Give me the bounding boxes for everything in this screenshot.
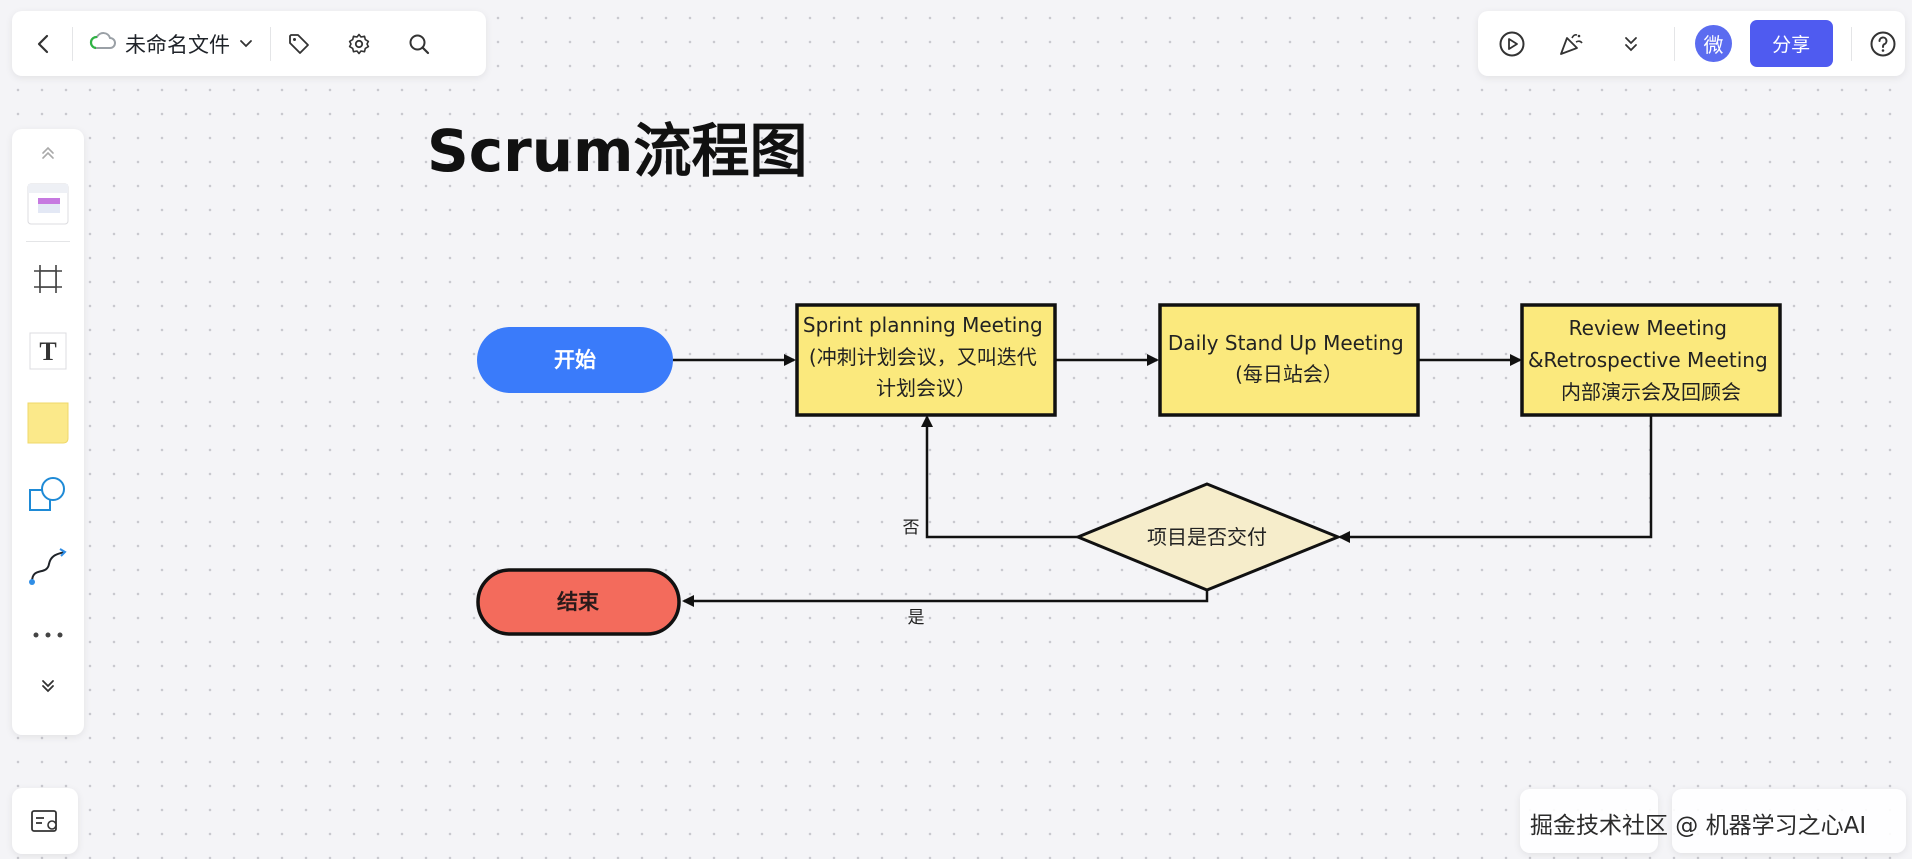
connector-tool-icon[interactable] [20, 536, 76, 598]
divider [1674, 26, 1676, 61]
divider [1850, 26, 1852, 61]
minimap-button[interactable] [12, 788, 78, 854]
template-icon[interactable] [20, 173, 76, 235]
end-node[interactable]: 结束 [476, 568, 681, 636]
connectors [673, 354, 1653, 607]
start-label: 开始 [554, 348, 596, 372]
daily-standup-line-1: Daily Stand Up Meeting [1168, 331, 1404, 355]
review-label: Review Meeting &Retrospective Meeting 内部… [1528, 316, 1774, 404]
shape-tool-icon[interactable] [20, 464, 76, 526]
chevron-down-icon [238, 32, 254, 56]
sprint-planning-label: Sprint planning Meeting (冲刺计划会议，又叫迭代 计划会… [803, 313, 1049, 400]
view-panel [1672, 789, 1906, 853]
divider [270, 26, 271, 61]
top-right-toolbar: 微 分享 [1478, 11, 1905, 76]
sprint-planning-line-3: 计划会议） [876, 376, 976, 400]
search-icon[interactable] [397, 22, 441, 66]
double-chevron-down-icon[interactable] [20, 666, 76, 706]
sticky-note-icon[interactable] [20, 392, 76, 454]
celebrate-icon[interactable] [1549, 22, 1592, 66]
sprint-planning-line-1: Sprint planning Meeting [803, 313, 1043, 337]
double-chevron-down-icon[interactable] [1609, 22, 1652, 66]
daily-standup-node[interactable]: Daily Stand Up Meeting (每日站会） [1158, 303, 1420, 417]
play-presentation-icon[interactable] [1490, 22, 1533, 66]
review-line-3: 内部演示会及回顾会 [1561, 380, 1741, 404]
left-toolbar: T [12, 129, 84, 735]
start-node[interactable]: 开始 [477, 327, 673, 393]
divider [72, 26, 73, 61]
decision-label: 项目是否交付 [1147, 525, 1267, 549]
zoom-panel [1520, 789, 1658, 853]
watermark-text: 掘金技术社区 @ 机器学习之心AI [1530, 813, 1867, 839]
review-node[interactable]: Review Meeting &Retrospective Meeting 内部… [1520, 303, 1782, 417]
cloud-icon [89, 31, 117, 56]
decision-node[interactable]: 项目是否交付 [1074, 482, 1342, 592]
file-name-dropdown[interactable]: 未命名文件 [79, 22, 264, 66]
edge-label-yes: 是 [908, 608, 925, 628]
text-tool-icon[interactable]: T [20, 320, 76, 382]
gear-icon[interactable] [337, 22, 381, 66]
connector-review-to-decision[interactable] [1338, 415, 1653, 543]
daily-standup-line-2: (每日站会） [1235, 362, 1343, 386]
collapse-up-icon[interactable] [20, 133, 76, 173]
more-icon[interactable] [20, 604, 76, 666]
avatar[interactable]: 微 [1695, 25, 1732, 62]
canvas-title[interactable]: Scrum流程图 [427, 117, 808, 185]
daily-standup-label: Daily Stand Up Meeting (每日站会） [1168, 331, 1410, 386]
tag-icon[interactable] [277, 22, 321, 66]
back-icon[interactable] [22, 22, 66, 66]
connector-decision-no-to-planning[interactable] [921, 415, 1080, 539]
help-icon[interactable] [1862, 22, 1905, 66]
map-icon [31, 810, 57, 832]
connector-decision-yes-to-end[interactable] [682, 588, 1209, 607]
sprint-planning-node[interactable]: Sprint planning Meeting (冲刺计划会议，又叫迭代 计划会… [795, 303, 1057, 417]
edge-label-no: 否 [903, 518, 920, 538]
share-button[interactable]: 分享 [1749, 20, 1833, 67]
end-label: 结束 [557, 590, 600, 614]
file-name-label: 未命名文件 [125, 32, 230, 57]
review-line-1: Review Meeting [1569, 316, 1727, 340]
svg-text:T: T [39, 337, 56, 366]
review-line-2: &Retrospective Meeting [1528, 348, 1768, 372]
divider [26, 241, 70, 242]
top-left-toolbar: 未命名文件 [12, 11, 486, 76]
frame-icon[interactable] [20, 248, 76, 310]
sprint-planning-line-2: (冲刺计划会议，又叫迭代 [809, 345, 1037, 369]
